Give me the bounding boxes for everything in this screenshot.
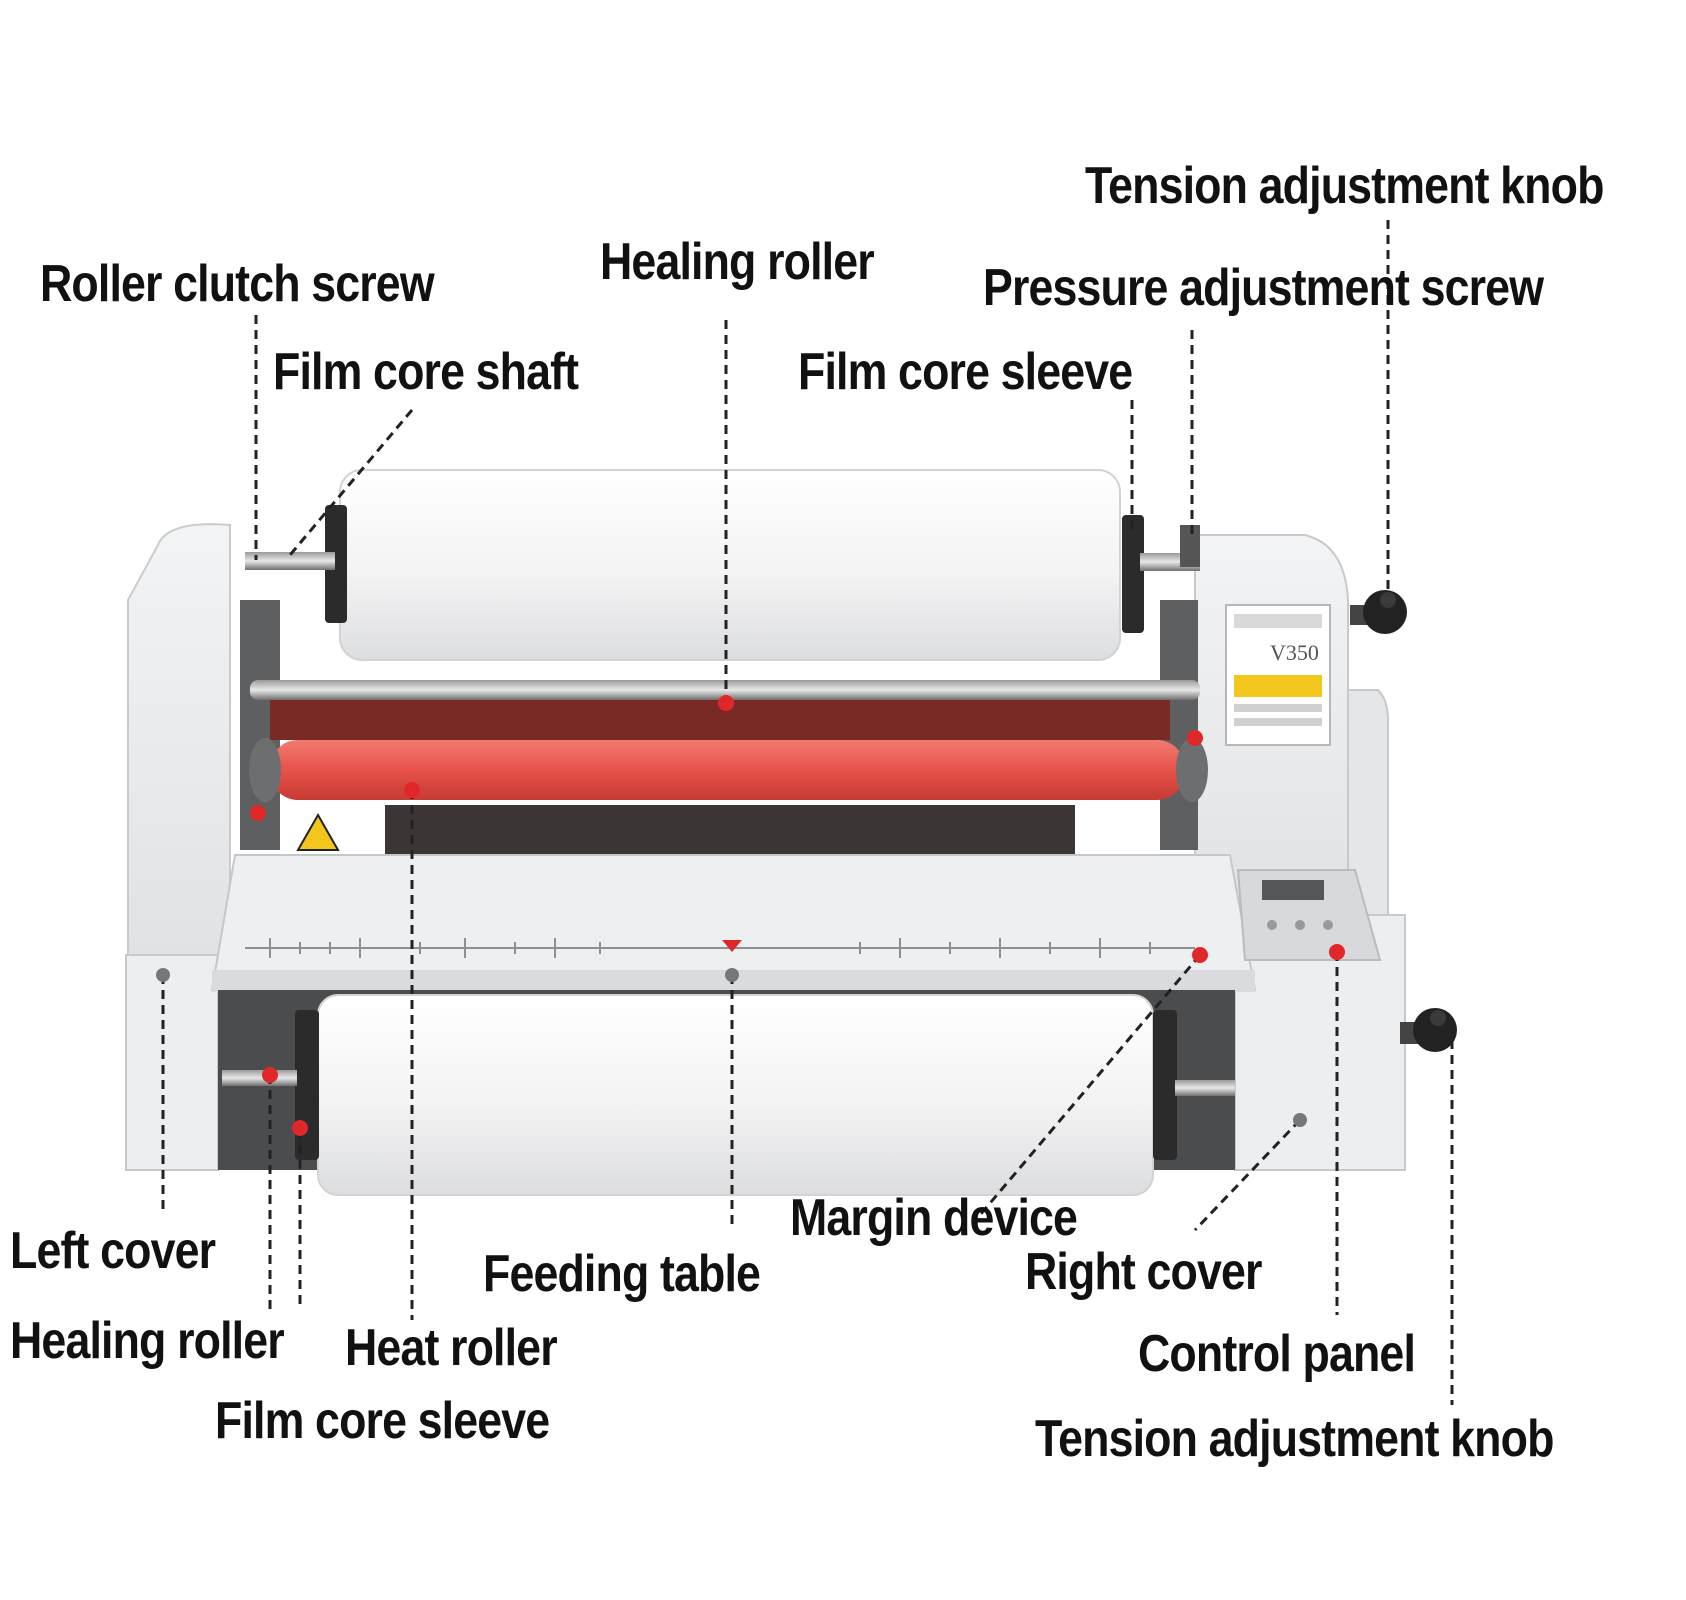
- label-control-panel: Control panel: [1138, 1325, 1416, 1383]
- label-film-core-shaft: Film core shaft: [273, 343, 579, 401]
- top-film-roll: [339, 469, 1121, 661]
- label-healing-roller-top: Healing roller: [600, 233, 875, 291]
- callout-dots: [156, 695, 1345, 1136]
- bottom-film-core-right: [1153, 1010, 1177, 1160]
- label-tension-knob-bottom: Tension adjustment knob: [1035, 1410, 1554, 1468]
- label-pressure-adjustment-screw: Pressure adjustment screw: [983, 259, 1544, 317]
- upper-healing-roller: [250, 680, 1200, 700]
- center-marker: [722, 940, 742, 952]
- bottom-healing-roller: [222, 1070, 297, 1086]
- label-left-cover: Left cover: [10, 1222, 216, 1280]
- feed-throat: [385, 805, 1075, 860]
- sticker-line-2: [1234, 718, 1322, 726]
- label-right-cover: Right cover: [1025, 1243, 1262, 1301]
- top-film-core-left: [325, 505, 347, 623]
- leader-lines: [161, 220, 1454, 1405]
- label-margin-device: Margin device: [790, 1189, 1078, 1247]
- heat-roller: [270, 740, 1185, 800]
- left-cover: [125, 954, 219, 1171]
- label-film-core-sleeve-bottom: Film core sleeve: [215, 1392, 550, 1450]
- right-side-panel: [1347, 689, 1389, 931]
- label-healing-roller-bottom: Healing roller: [10, 1312, 285, 1370]
- control-display: [1262, 880, 1324, 900]
- heat-roller-end-left: [249, 738, 281, 802]
- hazard-sticker: [296, 812, 340, 851]
- ruler-ticks: [269, 938, 1151, 958]
- bottom-film-roll: [317, 994, 1154, 1196]
- heat-roller-end-right: [1176, 738, 1208, 802]
- label-roller-clutch-screw: Roller clutch screw: [40, 255, 435, 313]
- bottom-shaft-right: [1175, 1080, 1235, 1096]
- label-feeding-table: Feeding table: [483, 1245, 761, 1303]
- left-housing: [127, 523, 231, 981]
- label-heat-roller: Heat roller: [345, 1319, 558, 1377]
- film-core-shaft: [245, 552, 335, 570]
- top-film-core-right: [1122, 515, 1144, 633]
- pressure-screw: [1180, 525, 1200, 567]
- warning-strip: [1234, 675, 1322, 697]
- control-button-1: [1267, 920, 1277, 930]
- control-button-3: [1323, 920, 1333, 930]
- bottom-tension-knob: [1400, 1008, 1457, 1052]
- top-tension-knob: [1350, 590, 1407, 634]
- model-text: V350: [1270, 640, 1319, 665]
- sticker-line-1: [1234, 704, 1322, 712]
- control-button-2: [1295, 920, 1305, 930]
- label-tension-knob-top: Tension adjustment knob: [1085, 157, 1604, 215]
- label-film-core-sleeve-top: Film core sleeve: [798, 343, 1133, 401]
- sticker-heading-bar: [1234, 614, 1322, 628]
